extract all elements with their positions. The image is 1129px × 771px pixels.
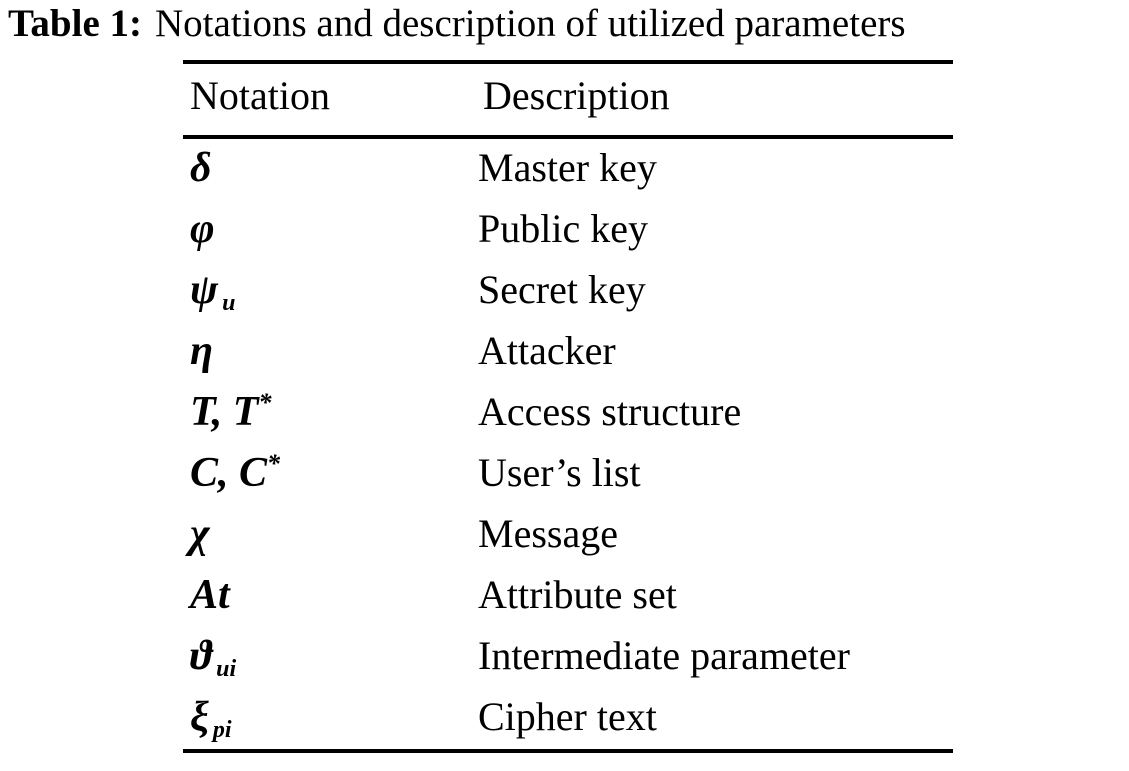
cell-description: Message (478, 511, 618, 556)
table-caption-label: Table 1: (8, 2, 143, 45)
notation-subscript: ui (216, 656, 237, 682)
cell-description: Cipher text (478, 694, 657, 739)
notation-symbol: T, T (190, 389, 259, 435)
cell-notation: T, T* (190, 383, 271, 446)
notation-symbol: ϑ (190, 633, 213, 679)
cell-notation: C, C* (190, 444, 280, 507)
notation-symbol: η (190, 328, 214, 374)
notation-superscript: * (267, 449, 281, 478)
notation-symbol: At (190, 572, 230, 618)
cell-description: Attribute set (478, 572, 677, 617)
notation-symbol: δ (190, 145, 212, 191)
cell-description: Access structure (478, 389, 742, 434)
cell-description: Attacker (478, 328, 616, 373)
notation-symbol: φ (190, 206, 215, 252)
table-row: δ Master key (183, 139, 953, 200)
cell-description: User’s list (478, 450, 641, 495)
cell-description: Public key (478, 206, 648, 251)
column-header-notation: Notation (190, 73, 330, 118)
column-header-description: Description (483, 73, 670, 118)
table-top-rule (183, 60, 953, 64)
cell-description: Intermediate parameter (478, 633, 850, 678)
table-row: χ Message (183, 505, 953, 566)
table-caption: Table 1: Notations and description of uti… (8, 2, 1118, 46)
cell-notation: At (190, 566, 230, 624)
table-row: T, T* Access structure (183, 383, 953, 444)
cell-description: Master key (478, 145, 657, 190)
table-bottom-rule (183, 749, 953, 753)
table-row: φ Public key (183, 200, 953, 261)
notation-symbol: χ (190, 511, 210, 557)
table-row: At Attribute set (183, 566, 953, 627)
notation-symbol: C, C (190, 450, 268, 496)
notation-symbol: ψ (190, 267, 219, 313)
table-row: C, C* User’s list (183, 444, 953, 505)
table-header-rule (183, 135, 953, 139)
table-caption-text: Notations and description of utilized pa… (155, 2, 906, 45)
table-header-row: Notation Description (183, 64, 953, 135)
notation-symbol: ξ (190, 694, 209, 740)
cell-notation: η (190, 322, 213, 380)
cell-notation: χ (190, 505, 210, 563)
cell-description: Secret key (478, 267, 646, 312)
notation-subscript: u (222, 290, 236, 316)
table-row: η Attacker (183, 322, 953, 383)
notations-table: Notation Description δ Master key φ Public … (183, 60, 953, 753)
notation-subscript: pi (212, 717, 232, 743)
cell-notation: φ (190, 200, 215, 258)
cell-notation: δ (190, 139, 212, 197)
notation-superscript: * (258, 388, 272, 417)
